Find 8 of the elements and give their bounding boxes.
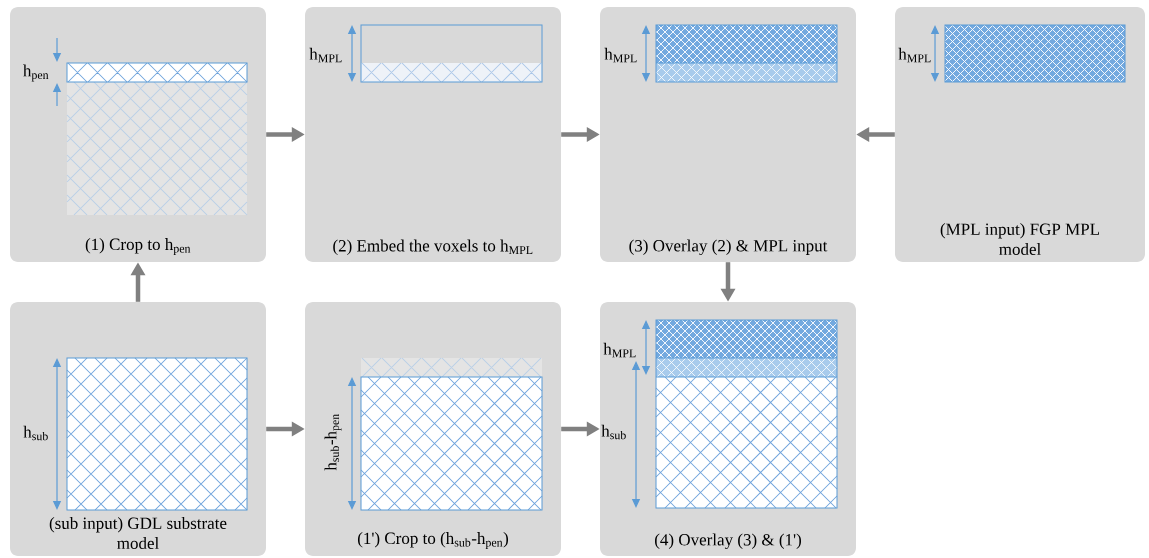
dimension-label: h$_{sub}$-h$_{pen}$	[324, 414, 342, 471]
dimension-label: h$_{sub}$	[23, 425, 48, 441]
dimension-label: h$_{MPL}$	[898, 47, 931, 63]
dimension-label: h$_{sub}$	[601, 424, 626, 440]
dimension-label: h$_{MPL}$	[309, 47, 342, 63]
dimension-label: h$_{MPL}$	[604, 47, 637, 63]
dimension-label: h$_{pen}$	[23, 64, 49, 82]
dimension-label: h$_{MPL}$	[603, 342, 636, 358]
